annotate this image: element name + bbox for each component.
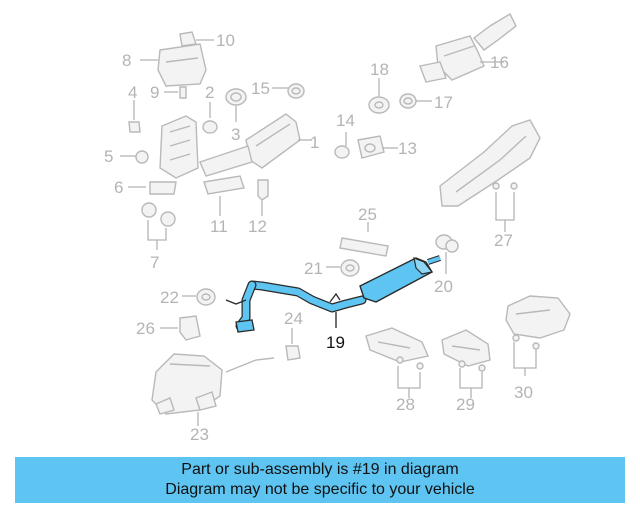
callout-21[interactable]: 21 xyxy=(304,259,323,278)
part-20-clamp[interactable] xyxy=(435,234,459,253)
part-6-shield[interactable] xyxy=(149,181,177,195)
part-3-gasket[interactable] xyxy=(225,88,247,106)
leader-27 xyxy=(495,192,515,221)
callout-29[interactable]: 29 xyxy=(456,395,475,414)
callout-22[interactable]: 22 xyxy=(160,288,179,307)
callout-5[interactable]: 5 xyxy=(104,147,113,166)
part-22-hanger[interactable] xyxy=(196,288,216,306)
callout-1[interactable]: 1 xyxy=(310,133,319,152)
part-30-shield[interactable] xyxy=(505,295,571,350)
part-16-front-pipe[interactable] xyxy=(419,13,517,83)
callout-2[interactable]: 2 xyxy=(205,83,214,102)
callout-7[interactable]: 7 xyxy=(150,253,159,272)
part-24-clamp[interactable] xyxy=(285,345,301,361)
callout-30[interactable]: 30 xyxy=(514,383,533,402)
part-11-bracket[interactable] xyxy=(203,175,245,195)
part-manifold[interactable] xyxy=(159,115,199,179)
callout-24[interactable]: 24 xyxy=(284,309,303,328)
part-5-nut[interactable] xyxy=(135,150,149,164)
callout-12[interactable]: 12 xyxy=(248,217,267,236)
part-25-bracket[interactable] xyxy=(339,237,389,257)
callout-23[interactable]: 23 xyxy=(190,425,209,444)
part-1-converter[interactable] xyxy=(199,113,301,177)
callout-20[interactable]: 20 xyxy=(434,277,453,296)
callout-8[interactable]: 8 xyxy=(122,51,131,70)
part-4-bolt[interactable] xyxy=(128,121,141,133)
leader-28 xyxy=(397,366,421,389)
part-19-intermediate-pipe[interactable] xyxy=(225,255,441,333)
part-26-bracket[interactable] xyxy=(179,315,201,341)
callout-16[interactable]: 16 xyxy=(490,53,509,72)
part-23-rear-muffler[interactable] xyxy=(151,353,275,415)
leader-29 xyxy=(459,368,483,389)
callout-17[interactable]: 17 xyxy=(434,93,453,112)
part-28-shield[interactable] xyxy=(365,327,429,370)
callout-28[interactable]: 28 xyxy=(396,395,415,414)
part-21-hanger[interactable] xyxy=(340,259,360,277)
callout-13[interactable]: 13 xyxy=(398,139,417,158)
banner-line-2: Diagram may not be specific to your vehi… xyxy=(165,481,475,498)
callout-10[interactable]: 10 xyxy=(216,31,235,50)
part-14-nut[interactable] xyxy=(334,145,350,159)
callout-18[interactable]: 18 xyxy=(370,60,389,79)
part-2-gasket[interactable] xyxy=(202,120,218,134)
callout-4[interactable]: 4 xyxy=(128,83,137,102)
part-29-shield[interactable] xyxy=(441,329,491,372)
part-7-mounts[interactable] xyxy=(141,202,176,227)
part-13-clamp[interactable] xyxy=(357,135,385,159)
info-banner: Part or sub-assembly is #19 in diagram D… xyxy=(15,457,625,503)
callout-6[interactable]: 6 xyxy=(114,178,123,197)
part-8-reservoir[interactable] xyxy=(157,31,207,87)
callout-25[interactable]: 25 xyxy=(358,205,377,224)
callout-14[interactable]: 14 xyxy=(336,111,355,130)
part-9-clip[interactable] xyxy=(179,86,187,99)
part-17-gasket[interactable] xyxy=(399,93,417,109)
callout-27[interactable]: 27 xyxy=(494,231,513,250)
banner-line-1: Part or sub-assembly is #19 in diagram xyxy=(181,461,459,478)
part-27-heat-shield[interactable] xyxy=(439,119,541,207)
callout-26[interactable]: 26 xyxy=(136,319,155,338)
callout-9[interactable]: 9 xyxy=(150,83,159,102)
callout-19[interactable]: 19 xyxy=(326,333,345,352)
part-12-bolt[interactable] xyxy=(257,179,269,201)
part-15-gasket[interactable] xyxy=(287,83,305,99)
part-18-flange[interactable] xyxy=(368,96,390,114)
callout-3[interactable]: 3 xyxy=(231,125,240,144)
callout-11[interactable]: 11 xyxy=(210,217,228,236)
callout-15[interactable]: 15 xyxy=(251,79,270,98)
